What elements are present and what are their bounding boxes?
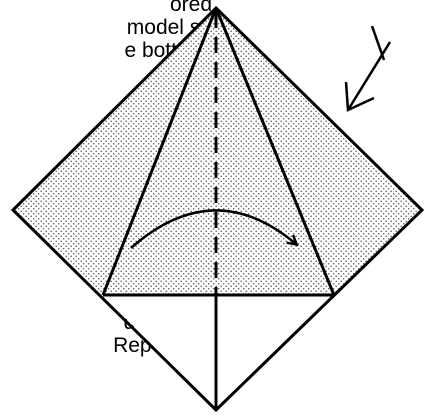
- caption-top-line-1: ored: [169, 0, 212, 16]
- turn-over-arrow-icon: [344, 25, 392, 112]
- kite-right-edge: [214, 7, 336, 296]
- white-lower-region: [103, 295, 334, 410]
- fold-over-arrow: [130, 209, 296, 249]
- kite-left-edge: [101, 7, 218, 296]
